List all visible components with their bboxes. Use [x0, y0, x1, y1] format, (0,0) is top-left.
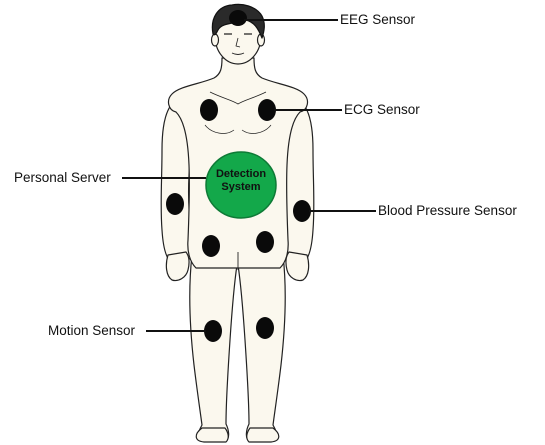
hip-sensor-dot-right	[256, 231, 274, 253]
detection-system-label-line1: Detection	[206, 168, 276, 181]
right-foot	[247, 428, 279, 442]
ecg-sensor-dot-right	[258, 99, 276, 121]
detection-system-label: Detection System	[206, 168, 276, 194]
left-ear	[212, 34, 219, 46]
eeg-sensor-label: EEG Sensor	[340, 12, 415, 28]
left-leg	[190, 255, 237, 441]
ecg-sensor-label: ECG Sensor	[344, 102, 420, 118]
left-foot	[196, 428, 228, 442]
human-body-figure	[161, 4, 314, 442]
motion-sensor-dot-right	[256, 317, 274, 339]
right-leg	[238, 255, 285, 441]
ecg-sensor-dot-left	[200, 99, 218, 121]
blood-pressure-sensor-label: Blood Pressure Sensor	[378, 203, 517, 219]
blood-pressure-sensor-dot	[293, 200, 311, 222]
detection-system-label-line2: System	[206, 181, 276, 194]
left-arm-sensor-dot	[166, 193, 184, 215]
hip-sensor-dot-left	[202, 235, 220, 257]
motion-sensor-label: Motion Sensor	[48, 323, 135, 339]
right-hand	[286, 252, 309, 281]
personal-server-label: Personal Server	[14, 170, 111, 186]
left-hand	[166, 252, 189, 281]
motion-sensor-dot-left	[204, 320, 222, 342]
eeg-sensor-dot	[229, 10, 247, 26]
